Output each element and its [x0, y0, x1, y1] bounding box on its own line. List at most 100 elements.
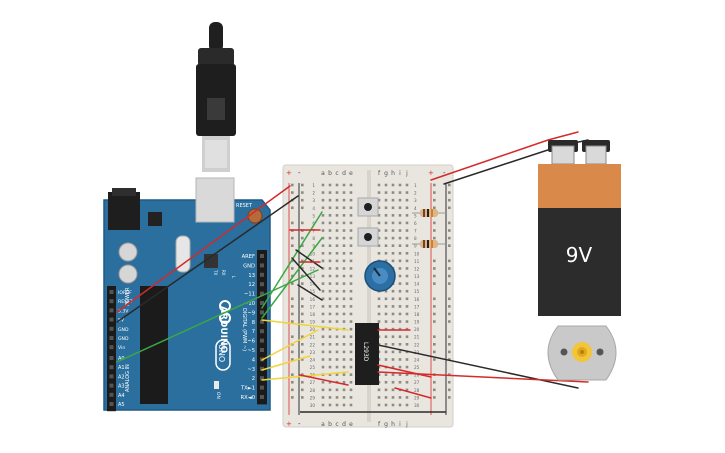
breadboard-hole[interactable] — [349, 198, 353, 202]
rail-hole[interactable] — [433, 259, 436, 263]
breadboard-hole[interactable] — [384, 191, 388, 194]
breadboard-hole[interactable] — [335, 198, 339, 202]
digital-pin-socket[interactable] — [260, 385, 264, 390]
breadboard-hole[interactable] — [398, 297, 402, 301]
rail-hole[interactable] — [448, 221, 451, 225]
breadboard-hole[interactable] — [405, 327, 409, 331]
rail-hole[interactable] — [433, 350, 436, 354]
rail-hole[interactable] — [301, 274, 304, 278]
rail-hole[interactable] — [433, 206, 436, 210]
breadboard-hole[interactable] — [342, 214, 346, 217]
breadboard-hole[interactable] — [328, 396, 332, 399]
rail-hole[interactable] — [448, 305, 451, 308]
rail-hole[interactable] — [291, 206, 294, 210]
rail-hole[interactable] — [448, 343, 451, 346]
breadboard-hole[interactable] — [405, 305, 409, 308]
rail-hole[interactable] — [291, 388, 294, 392]
breadboard-hole[interactable] — [328, 327, 332, 331]
rail-hole[interactable] — [433, 297, 436, 301]
breadboard-hole[interactable] — [328, 259, 332, 263]
power-pin-socket[interactable] — [109, 317, 114, 322]
breadboard-hole[interactable] — [328, 221, 332, 225]
breadboard-hole[interactable] — [321, 358, 325, 361]
breadboard-hole[interactable] — [321, 251, 325, 255]
breadboard-hole[interactable] — [384, 350, 388, 354]
rail-hole[interactable] — [291, 335, 294, 339]
power-pin-socket[interactable] — [109, 290, 114, 294]
power-pin-socket[interactable] — [109, 345, 114, 350]
digital-pin-socket[interactable] — [260, 282, 264, 287]
breadboard-hole[interactable] — [321, 236, 325, 240]
rail-hole[interactable] — [301, 320, 304, 323]
breadboard-hole[interactable] — [391, 251, 395, 255]
breadboard-hole[interactable] — [328, 388, 332, 392]
breadboard-hole[interactable] — [405, 221, 409, 225]
breadboard-hole[interactable] — [391, 327, 395, 331]
breadboard-hole[interactable] — [405, 373, 409, 376]
breadboard-hole[interactable] — [391, 320, 395, 323]
breadboard-hole[interactable] — [384, 358, 388, 361]
rail-hole[interactable] — [301, 244, 304, 247]
analog-pin-socket[interactable] — [109, 356, 114, 360]
rail-hole[interactable] — [301, 380, 304, 384]
breadboard-hole[interactable] — [342, 388, 346, 392]
rail-hole[interactable] — [433, 358, 436, 361]
breadboard-hole[interactable] — [342, 350, 346, 354]
breadboard-hole[interactable] — [398, 229, 402, 232]
breadboard-hole[interactable] — [342, 198, 346, 202]
rail-hole[interactable] — [448, 358, 451, 361]
breadboard-hole[interactable] — [405, 365, 409, 369]
breadboard-hole[interactable] — [321, 388, 325, 392]
breadboard-hole[interactable] — [335, 396, 339, 399]
rail-hole[interactable] — [301, 343, 304, 346]
digital-pin-socket[interactable] — [260, 329, 264, 334]
breadboard-hole[interactable] — [405, 214, 409, 217]
rail-hole[interactable] — [301, 335, 304, 339]
breadboard-hole[interactable] — [342, 305, 346, 308]
rail-hole[interactable] — [448, 206, 451, 210]
breadboard-hole[interactable] — [321, 403, 325, 407]
breadboard-hole[interactable] — [328, 403, 332, 407]
breadboard-hole[interactable] — [349, 183, 353, 187]
digital-pin-socket[interactable] — [260, 338, 264, 343]
rail-hole[interactable] — [448, 297, 451, 301]
digital-pin-socket[interactable] — [260, 301, 264, 305]
breadboard-hole[interactable] — [384, 259, 388, 263]
rail-hole[interactable] — [291, 312, 294, 316]
breadboard-hole[interactable] — [398, 403, 402, 407]
breadboard-hole[interactable] — [349, 251, 353, 255]
breadboard-hole[interactable] — [349, 259, 353, 263]
rail-hole[interactable] — [448, 312, 451, 316]
rail-hole[interactable] — [448, 183, 451, 187]
breadboard-hole[interactable] — [342, 259, 346, 263]
breadboard-hole[interactable] — [328, 229, 332, 232]
breadboard-hole[interactable] — [398, 289, 402, 293]
breadboard-hole[interactable] — [335, 312, 339, 316]
breadboard-hole[interactable] — [384, 297, 388, 301]
breadboard-hole[interactable] — [328, 335, 332, 339]
digital-pin-socket[interactable] — [260, 310, 264, 315]
breadboard-hole[interactable] — [335, 244, 339, 247]
breadboard-hole[interactable] — [349, 396, 353, 399]
breadboard-hole[interactable] — [342, 251, 346, 255]
breadboard-hole[interactable] — [321, 229, 325, 232]
breadboard-hole[interactable] — [321, 396, 325, 399]
breadboard-hole[interactable] — [335, 251, 339, 255]
breadboard-hole[interactable] — [391, 289, 395, 293]
breadboard-hole[interactable] — [398, 358, 402, 361]
breadboard-hole[interactable] — [321, 206, 325, 210]
rail-hole[interactable] — [291, 350, 294, 354]
breadboard-hole[interactable] — [349, 388, 353, 392]
breadboard-hole[interactable] — [335, 183, 339, 187]
breadboard-hole[interactable] — [321, 244, 325, 247]
breadboard-hole[interactable] — [377, 206, 381, 210]
breadboard-hole[interactable] — [391, 343, 395, 346]
rail-hole[interactable] — [433, 320, 436, 323]
breadboard-hole[interactable] — [321, 365, 325, 369]
analog-pin-socket[interactable] — [109, 392, 114, 397]
breadboard-hole[interactable] — [384, 388, 388, 392]
rail-hole[interactable] — [433, 312, 436, 316]
rail-hole[interactable] — [291, 380, 294, 384]
breadboard-hole[interactable] — [328, 320, 332, 323]
breadboard-hole[interactable] — [384, 229, 388, 232]
